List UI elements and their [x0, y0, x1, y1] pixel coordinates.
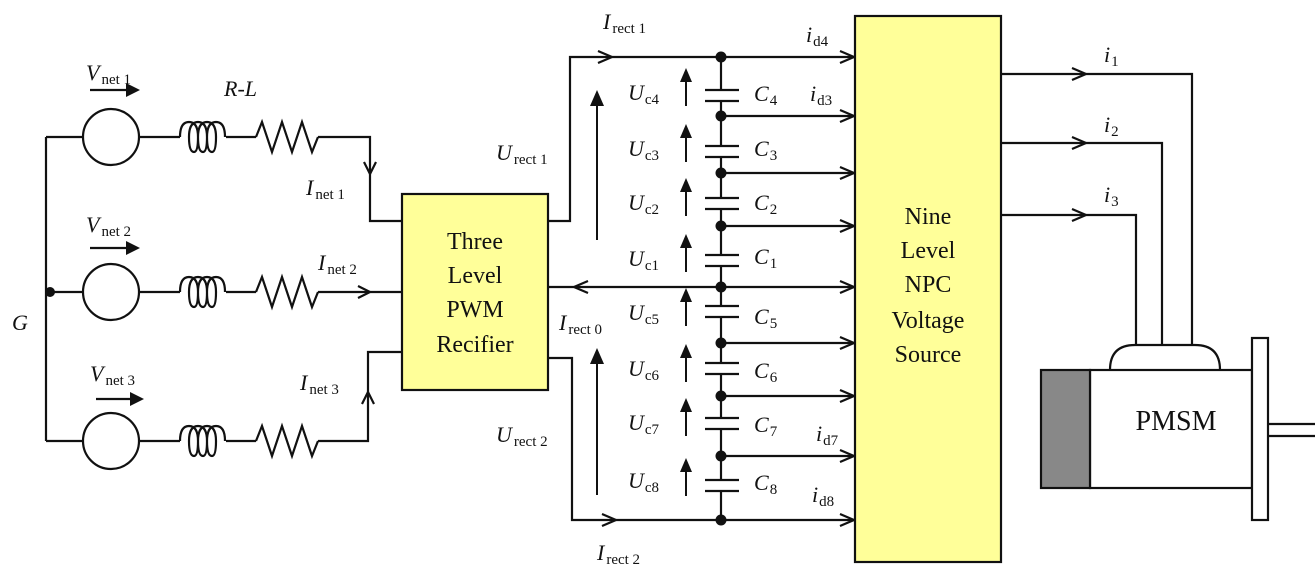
motor-endcap — [1039, 368, 1092, 490]
npc-line-2: Level — [901, 238, 956, 264]
rectifier-line-3: PWM — [446, 297, 503, 323]
label-uc8: Uc8 — [628, 468, 659, 496]
source-network — [44, 83, 402, 471]
label-c4: C4 — [754, 81, 778, 109]
rectifier-block — [400, 192, 550, 392]
voltage-source-2 — [81, 262, 141, 322]
label-uc1: Uc1 — [628, 246, 659, 274]
npc-line-4: Voltage — [892, 308, 965, 334]
voltage-source-1 — [81, 107, 141, 167]
motor-label: PMSM — [1136, 406, 1217, 437]
resistor-3 — [254, 422, 320, 460]
label-rl: R-L — [223, 76, 257, 101]
label-c5: C5 — [754, 304, 777, 332]
inductor-1 — [178, 120, 227, 154]
label-c3: C3 — [754, 136, 777, 164]
label-uc7: Uc7 — [628, 410, 660, 438]
label-uc6: Uc6 — [628, 356, 660, 384]
inductor-3 — [178, 424, 227, 458]
label-uc2: Uc2 — [628, 190, 659, 218]
voltage-source-3 — [81, 411, 141, 471]
resistor-1 — [254, 118, 320, 156]
npc-line-5: Source — [895, 342, 962, 368]
resistor-2 — [254, 273, 320, 311]
label-c8: C8 — [754, 470, 777, 498]
rectifier-line-4: Recifier — [436, 332, 513, 358]
npc-block — [853, 14, 1003, 564]
label-uc3: Uc3 — [628, 136, 659, 164]
label-g: G — [12, 310, 28, 335]
npc-line-3: NPC — [905, 272, 952, 298]
label-id4: id4 — [806, 22, 829, 50]
label-uc4: Uc4 — [628, 80, 660, 108]
label-c1: C1 — [754, 244, 777, 272]
rectifier-line-2: Level — [448, 263, 503, 289]
label-id7: id7 — [816, 421, 839, 449]
dc-link — [548, 49, 857, 528]
label-id3: id3 — [810, 81, 832, 109]
label-i2: i2 — [1104, 112, 1119, 140]
motor-flange — [1250, 336, 1270, 522]
motor-side: PMSM — [1001, 66, 1315, 522]
label-c2: C2 — [754, 190, 777, 218]
label-uc5: Uc5 — [628, 300, 659, 328]
rectifier-line-1: Three — [447, 229, 503, 255]
label-i3: i3 — [1104, 182, 1119, 210]
label-c6: C6 — [754, 358, 778, 386]
label-c7: C7 — [754, 412, 778, 440]
label-i1: i1 — [1104, 42, 1119, 70]
inductor-2 — [178, 275, 227, 309]
label-id8: id8 — [812, 482, 834, 510]
npc-line-1: Nine — [905, 204, 952, 230]
